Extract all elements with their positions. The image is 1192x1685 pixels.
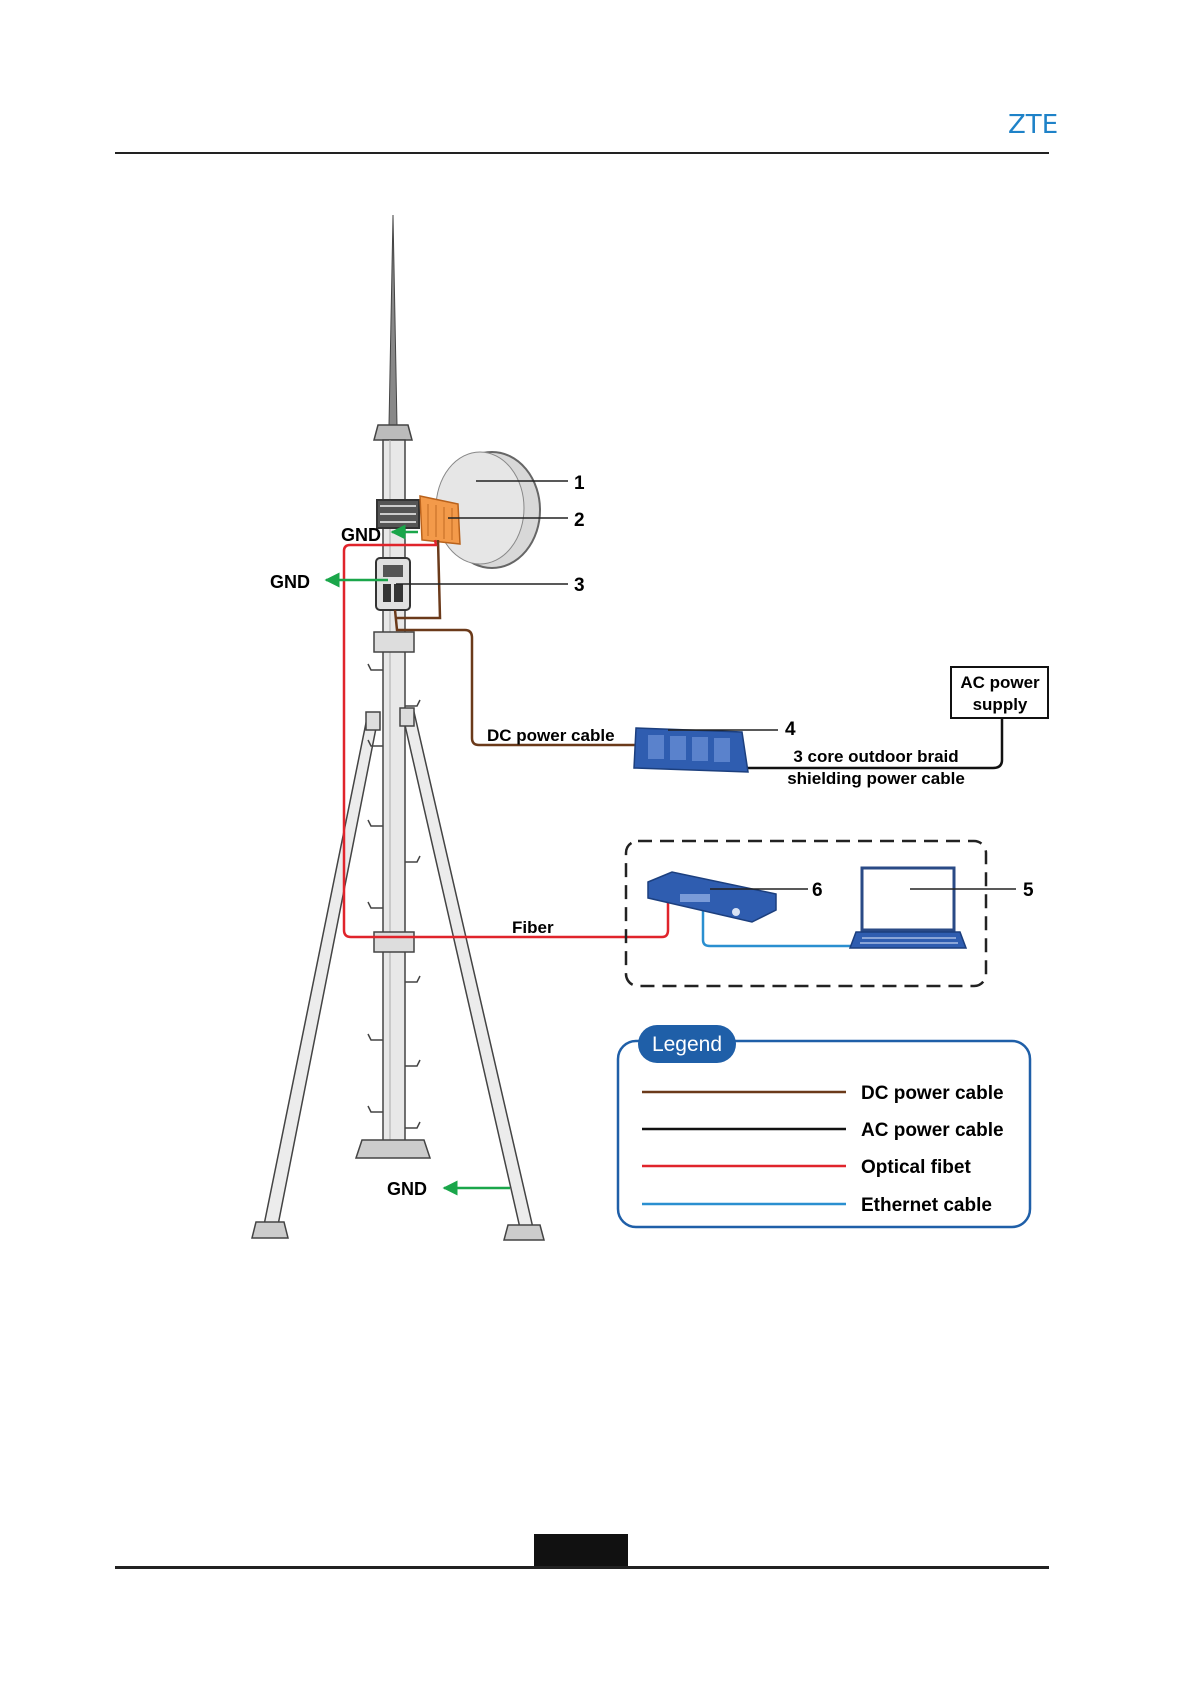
legend-label-ac: AC power cable — [861, 1120, 1004, 1141]
ac-power-supply-line2: supply — [973, 695, 1028, 714]
callout-4: 4 — [785, 719, 796, 740]
odu-unit — [420, 496, 460, 544]
fiber-label: Fiber — [512, 918, 554, 937]
footer-rule — [115, 1566, 1049, 1569]
legend-label-ethernet: Ethernet cable — [861, 1195, 992, 1216]
dc-cable-label: DC power cable — [487, 726, 615, 745]
braid-label-line1: 3 core outdoor braid — [793, 747, 958, 766]
legend-label-fiber: Optical fibet — [861, 1157, 971, 1178]
legend-title: Legend — [652, 1033, 722, 1056]
legend: Legend DC power cable AC power cable Opt… — [618, 1025, 1030, 1227]
callout-6: 6 — [812, 880, 823, 901]
legend-label-dc: DC power cable — [861, 1083, 1004, 1104]
laptop — [850, 868, 966, 948]
gnd-label-1: GND — [341, 525, 381, 545]
callout-3: 3 — [574, 575, 585, 596]
dc-cable-main — [395, 610, 636, 745]
callout-1: 1 — [574, 473, 585, 494]
callout-2: 2 — [574, 510, 585, 531]
braid-label-line2: shielding power cable — [787, 769, 965, 788]
gnd-label-2: GND — [270, 572, 310, 592]
callout-5: 5 — [1023, 880, 1034, 901]
mount-bracket — [377, 500, 419, 528]
ac-power-supply-line1: AC power — [960, 673, 1040, 692]
gnd-label-3: GND — [387, 1179, 427, 1199]
distribution-box — [634, 728, 748, 772]
page-number-tab — [534, 1534, 628, 1568]
